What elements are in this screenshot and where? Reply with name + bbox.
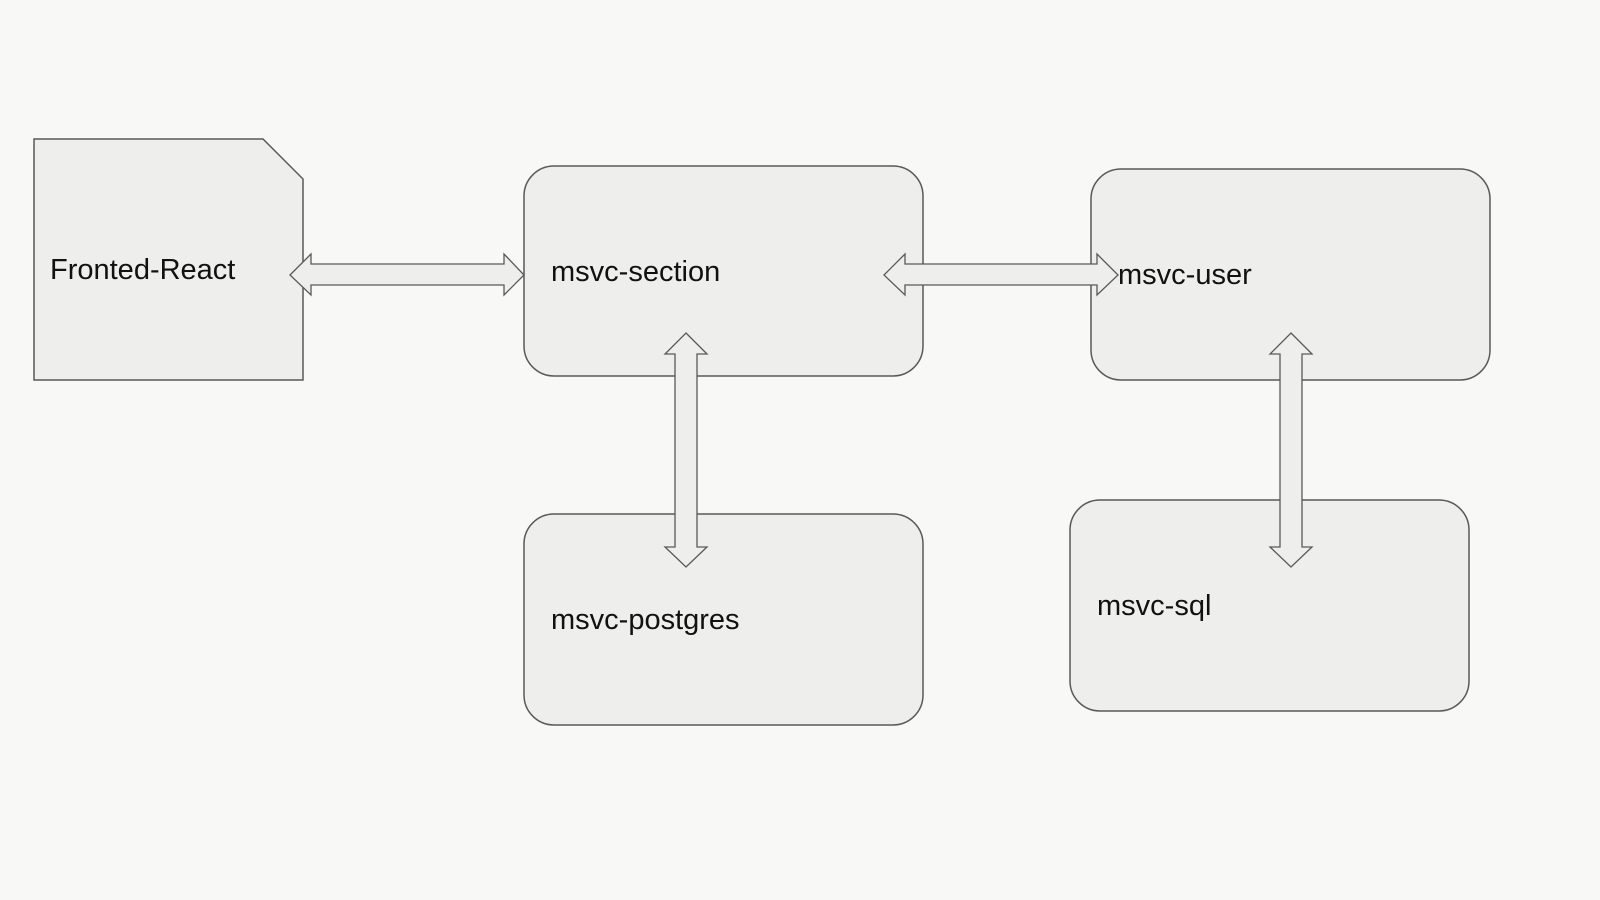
node-frontend-label: Fronted-React: [50, 254, 236, 286]
node-user-label: msvc-user: [1118, 259, 1252, 291]
edge-section-user-arrow[interactable]: [883, 252, 1119, 297]
node-postgres-shape[interactable]: [523, 513, 924, 726]
edge-frontend-section-arrow[interactable]: [289, 252, 525, 297]
node-sql-label: msvc-sql: [1097, 590, 1212, 622]
node-section-label: msvc-section: [551, 256, 721, 288]
edge-section-postgres-arrow[interactable]: [663, 332, 709, 568]
edge-user-sql-arrow[interactable]: [1268, 332, 1314, 568]
node-postgres-label: msvc-postgres: [551, 604, 740, 636]
node-sql-shape[interactable]: [1069, 499, 1470, 712]
